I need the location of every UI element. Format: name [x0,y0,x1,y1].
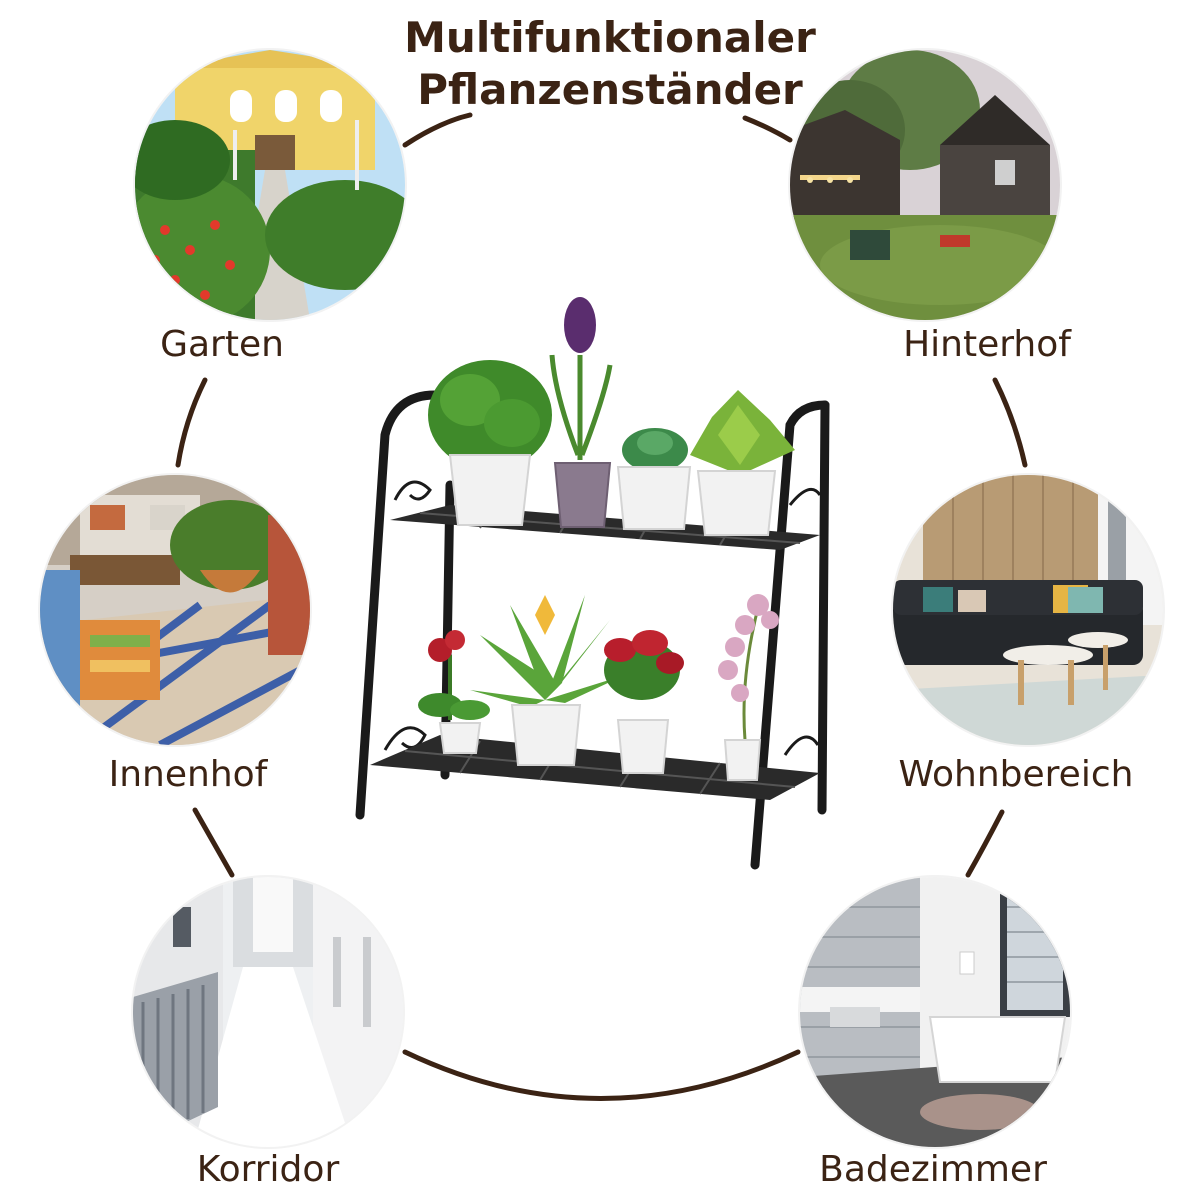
arc-hinterhof-wohnbereich [992,377,1028,468]
title-line-2: Pflanzenständer [417,65,803,114]
arc-title-left [402,112,473,148]
badezimmer-photo [800,877,1070,1147]
garten-photo [135,50,405,320]
plant-succulent-small [616,428,692,530]
plant-red-anthurium [604,630,684,774]
innenhof-photo [40,475,310,745]
arc-innenhof-korridor [192,807,235,878]
plant-stand-image [340,295,860,885]
plant-pink-orchid [718,594,779,781]
arc-bottom [402,1049,801,1101]
stand-right-front-leg [750,400,830,870]
stand-right-back-leg [817,400,830,815]
wohnbereich-photo [893,475,1163,745]
arc-wohnbereich-badezimmer [965,809,1005,878]
korridor-photo [133,877,403,1147]
arc-garten-innenhof [175,377,208,468]
plant-leafy-bush [428,360,552,526]
korridor-label: Korridor [196,1149,340,1190]
hinterhof-photo [790,50,1060,320]
innenhof-label: Innenhof [108,754,268,795]
page-title: Multifunktionaler Pflanzenständer [330,12,890,116]
plant-succulent-large [690,390,795,536]
hinterhof-label: Hinterhof [903,324,1071,365]
garten-label: Garten [160,324,284,365]
plant-bromeliad [470,595,625,766]
wohnbereich-label: Wohnbereich [898,754,1134,795]
title-line-1: Multifunktionaler [404,13,816,62]
stand-left-front-leg [355,390,440,820]
plant-hyacinth [549,297,613,528]
plant-red-orchid [418,630,490,754]
badezimmer-label: Badezimmer [819,1149,1047,1190]
arc-title-right [742,115,793,143]
